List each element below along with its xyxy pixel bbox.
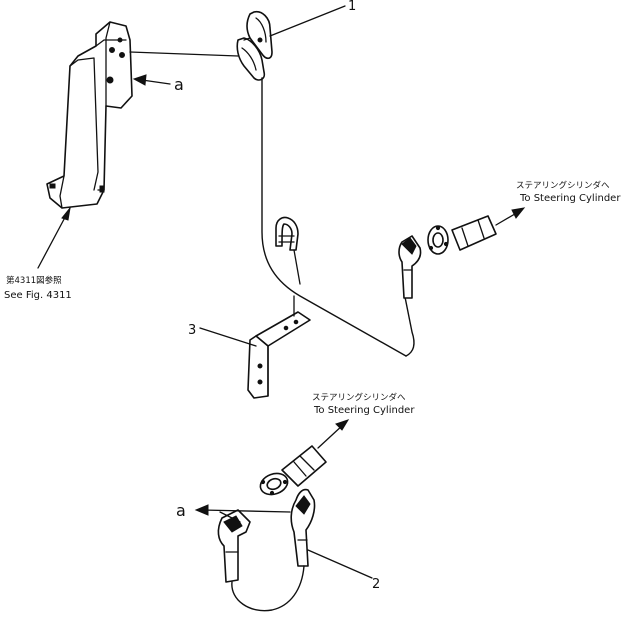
hose-clamp-part1 [236,10,273,81]
hose-fitting-bottom-left [217,509,251,583]
mount-bracket-part3 [247,295,311,399]
callout-2-leader [307,549,373,579]
callout-3: 3 [188,323,196,338]
frame-bracket [46,21,133,209]
to-cyl-top-en: To Steering Cylinder [519,193,621,204]
to-cyl-bottom-arrowhead [335,419,350,431]
see-fig-jp: 第4311図参照 [6,275,62,286]
cylinder-port-bottom [281,445,327,487]
ref-arrow-a-bottom [194,504,291,523]
top-hose-end [403,291,415,357]
callout-3-leader [199,327,257,347]
flange-bottom [259,472,289,496]
bottom-hose [231,565,305,612]
to-cyl-top-jp: ステアリングシリンダへ [516,180,610,191]
hose-to-bracket-line [129,51,239,57]
ref-arrow-a-top [132,74,171,86]
callout-1: 1 [348,0,356,14]
ref-label-a-bottom: a [176,501,186,520]
callout-1-leader [269,5,346,37]
ref-label-a-top: a [174,75,184,94]
see-fig-arrowhead [61,206,71,221]
hose-fitting-top [398,235,422,299]
cylinder-port-top [451,215,497,251]
to-cyl-bottom-jp: ステアリングシリンダへ [312,392,406,403]
hose-fitting-bottom-right [290,488,316,567]
see-fig-en: See Fig. 4311 [4,290,72,301]
to-cyl-top-arrowhead [511,207,526,219]
to-cyl-bottom-en: To Steering Cylinder [313,405,415,416]
callout-2: 2 [372,577,380,592]
flange-top [427,225,449,255]
top-hose [261,77,407,357]
u-clip [275,216,301,285]
